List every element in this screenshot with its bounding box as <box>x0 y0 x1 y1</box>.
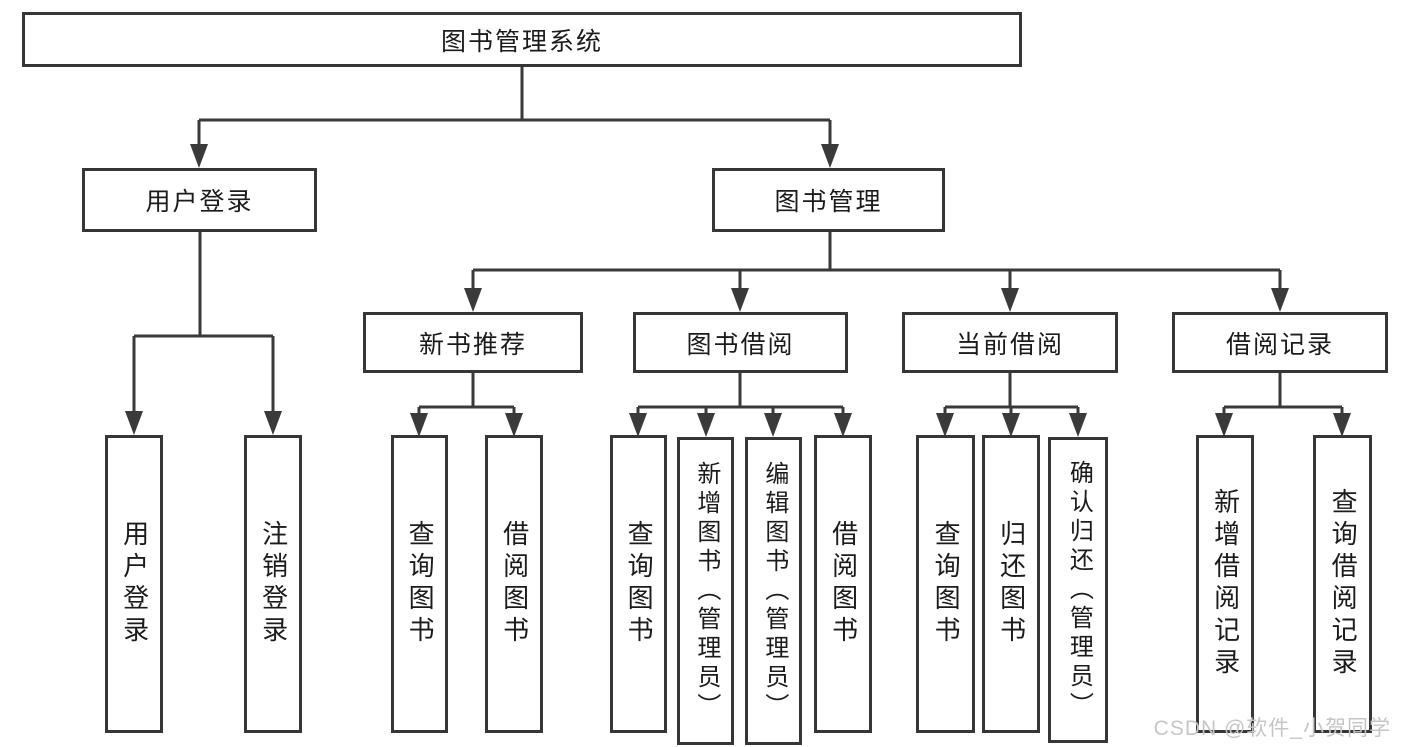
leaf-confirm-return-admin: 确认归还（管理员） <box>1048 437 1108 743</box>
node-label: 查询图书 <box>931 520 962 648</box>
leaf-user-login: 用户登录 <box>105 435 163 733</box>
leaf-query-books-current: 查询图书 <box>916 435 975 733</box>
node-label: 查询图书 <box>405 520 436 648</box>
leaf-return-books: 归还图书 <box>982 435 1040 733</box>
leaf-query-books-borrowing: 查询图书 <box>610 435 667 733</box>
node-label: 注销登录 <box>258 520 289 648</box>
leaf-borrow-books-recommend: 借阅图书 <box>485 435 543 733</box>
node-label: 图书借阅 <box>686 330 795 359</box>
leaf-add-books-admin: 新增图书（管理员） <box>677 437 734 745</box>
node-label: 借阅图书 <box>499 520 530 648</box>
node-label: 当前借阅 <box>955 330 1064 359</box>
node-label: 新书推荐 <box>418 330 527 359</box>
leaf-query-books-recommend: 查询图书 <box>391 435 448 733</box>
node-new-book-recommend: 新书推荐 <box>363 312 583 373</box>
node-book-management: 图书管理 <box>712 168 945 232</box>
node-label: 新增借阅记录 <box>1210 488 1241 680</box>
node-label: 确认归还（管理员） <box>1065 459 1093 721</box>
node-label: 图书管理 <box>774 188 883 216</box>
csdn-watermark: CSDN @软件_小贺同学 <box>1153 717 1391 740</box>
node-borrowing-records: 借阅记录 <box>1172 312 1388 373</box>
leaf-borrow-books-borrowing: 借阅图书 <box>814 435 872 733</box>
arrowheads <box>125 144 1351 437</box>
leaf-add-borrow-record: 新增借阅记录 <box>1196 435 1254 733</box>
node-label: 新增图书（管理员） <box>692 460 720 722</box>
node-label: 查询借阅记录 <box>1328 488 1359 680</box>
leaf-logout-login: 注销登录 <box>244 435 302 733</box>
node-label: 用户登录 <box>119 520 150 648</box>
node-label: 借阅图书 <box>828 520 859 648</box>
leaf-query-borrow-record: 查询借阅记录 <box>1313 435 1372 733</box>
node-current-borrowing: 当前借阅 <box>902 312 1118 373</box>
node-user-login: 用户登录 <box>82 168 317 232</box>
node-label: 借阅记录 <box>1225 330 1334 359</box>
node-label: 查询图书 <box>624 520 655 648</box>
leaf-edit-books-admin: 编辑图书（管理员） <box>745 437 802 745</box>
node-library-management-system: 图书管理系统 <box>22 12 1022 67</box>
node-label: 用户登录 <box>145 188 254 216</box>
node-label: 归还图书 <box>996 520 1027 648</box>
node-book-borrowing: 图书借阅 <box>633 312 848 373</box>
node-label: 编辑图书（管理员） <box>760 460 788 722</box>
node-label: 图书管理系统 <box>440 27 603 56</box>
